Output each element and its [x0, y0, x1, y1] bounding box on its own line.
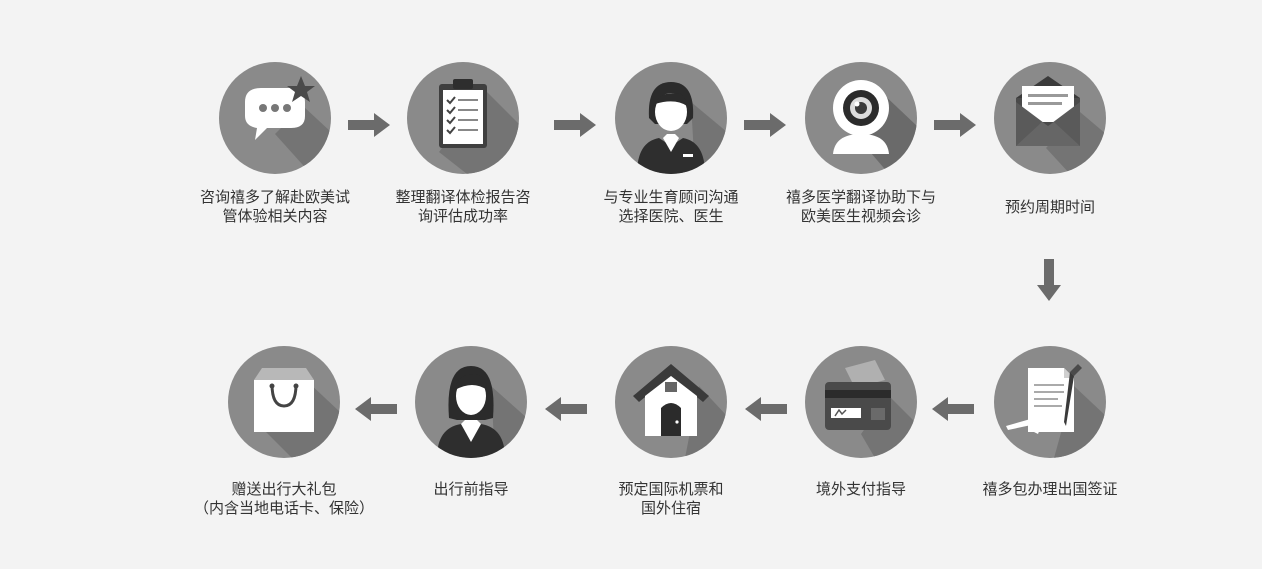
envelope-icon: [1016, 76, 1106, 174]
step-icon-circle: [407, 62, 519, 174]
step-icon-circle: [228, 346, 340, 458]
step-label: 出行前指导: [433, 480, 509, 498]
step-label: 赠送出行大礼包 （内含当地电话卡、保险）: [193, 480, 374, 517]
arrow-right-icon: [348, 113, 390, 137]
arrow-left-icon: [932, 397, 974, 421]
arrow-right-icon: [934, 113, 976, 137]
step-icon-circle: [994, 346, 1106, 458]
step-icon-circle: [805, 346, 917, 458]
arrow-left-icon: [745, 397, 787, 421]
step-label: 咨询禧多了解赴欧美试 管体验相关内容: [199, 188, 350, 225]
step-label: 境外支付指导: [815, 480, 906, 498]
house-icon: [633, 364, 727, 458]
arrow-left-icon: [545, 397, 587, 421]
consultant-woman-icon: [637, 82, 727, 174]
gift-bag-icon: [254, 368, 340, 458]
step-label: 预定国际机票和 国外住宿: [618, 480, 724, 517]
step-icon-circle: [415, 346, 527, 458]
guide-woman-icon: [437, 366, 527, 458]
arrow-right-icon: [744, 113, 786, 137]
step-label: 与专业生育顾问沟通 选择医院、医生: [603, 188, 739, 225]
step-label: 禧多医学翻译协助下与 欧美医生视频会诊: [785, 188, 936, 225]
step-icon-circle: [805, 62, 917, 174]
step-label: 禧多包办理出国签证: [982, 480, 1118, 498]
step-icon-circle: [219, 62, 331, 174]
arrow-right-icon: [554, 113, 596, 137]
webcam-icon: [833, 80, 917, 174]
bank-card-icon: [825, 360, 917, 458]
step-label: 整理翻译体检报告咨 询评估成功率: [395, 188, 531, 225]
step-icon-circle: [994, 62, 1106, 174]
step-icon-circle: [615, 62, 727, 174]
step-icon-circle: [615, 346, 727, 458]
arrow-left-icon: [355, 397, 397, 421]
visa-document-plane-icon: [1006, 364, 1106, 458]
clipboard-checklist-icon: [439, 79, 519, 174]
arrow-down-icon: [1037, 259, 1061, 301]
chat-bubble-icon: [245, 76, 331, 174]
step-label: 预约周期时间: [1004, 198, 1095, 216]
